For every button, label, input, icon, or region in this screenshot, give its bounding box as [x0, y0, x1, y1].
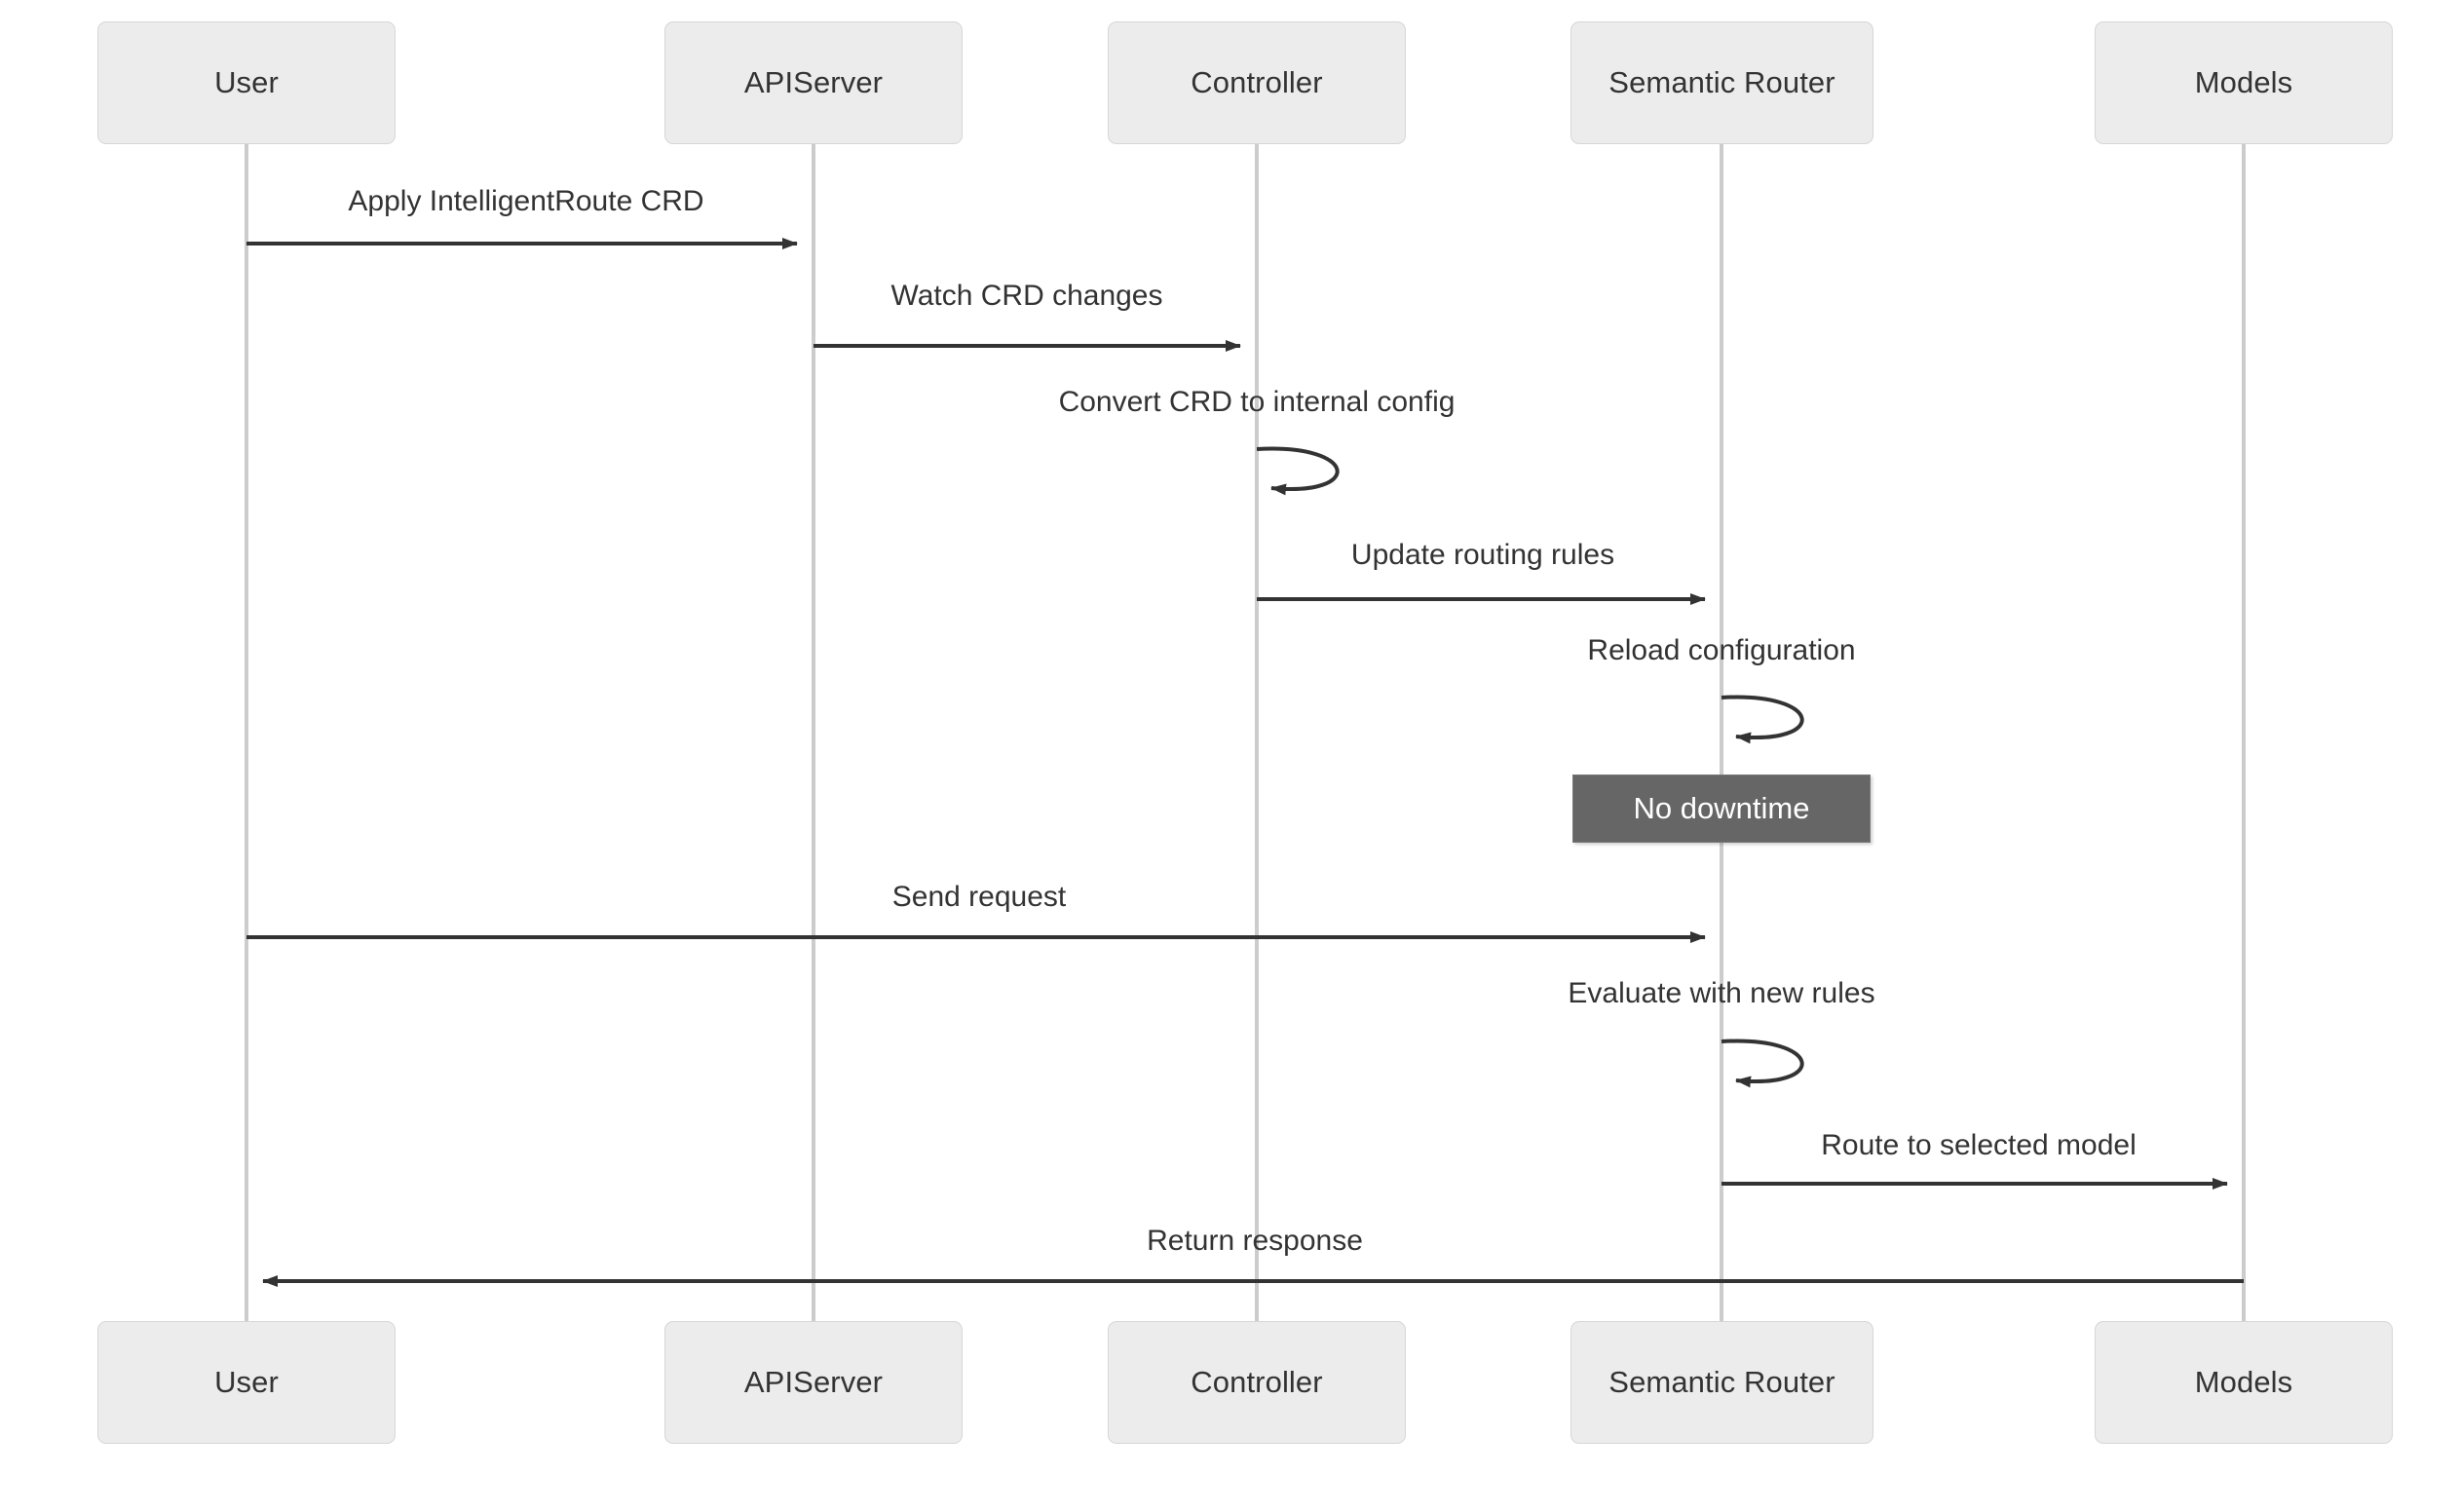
note-label-no-downtime: No downtime [1633, 791, 1810, 825]
participant-box-controller-bottom[interactable]: Controller [1108, 1321, 1406, 1444]
lifelines [245, 144, 2246, 1321]
message-label-watch-crd-changes: Watch CRD changes [890, 280, 1163, 312]
message-label-reload-configuration: Reload configuration [1587, 634, 1856, 666]
participant-label-semantic-router-bottom: Semantic Router [1608, 1365, 1835, 1399]
participant-box-apiserver-top[interactable]: APIServer [664, 21, 963, 144]
participant-box-semantic-router-bottom[interactable]: Semantic Router [1570, 1321, 1873, 1444]
participant-box-models-top[interactable]: Models [2095, 21, 2393, 144]
self-loop-convert-crd-to-internal-config [1256, 446, 1340, 496]
participant-box-models-bottom[interactable]: Models [2095, 1321, 2393, 1444]
message-label-route-to-selected-model: Route to selected model [1821, 1129, 2137, 1161]
message-label-apply-intelligentroute-crd: Apply IntelligentRoute CRD [348, 185, 704, 217]
participant-box-user-bottom[interactable]: User [97, 1321, 396, 1444]
message-label-convert-crd-to-internal-config: Convert CRD to internal config [1058, 386, 1456, 418]
message-label-return-response: Return response [1147, 1225, 1363, 1257]
participant-box-controller-top[interactable]: Controller [1108, 21, 1406, 144]
message-label-evaluate-with-new-rules: Evaluate with new rules [1568, 977, 1875, 1009]
message-label-send-request: Send request [891, 881, 1067, 913]
participant-label-user-bottom: User [214, 1365, 279, 1399]
participant-label-controller-top: Controller [1191, 65, 1323, 99]
participant-box-semantic-router-top[interactable]: Semantic Router [1570, 21, 1873, 144]
self-loop-reload-configuration [1721, 695, 1804, 744]
participant-label-apiserver-top: APIServer [743, 65, 884, 99]
self-loop-evaluate-with-new-rules [1721, 1039, 1804, 1088]
participant-label-models-top: Models [2194, 65, 2293, 99]
participant-label-models-bottom: Models [2194, 1365, 2293, 1399]
message-label-update-routing-rules: Update routing rules [1350, 539, 1615, 571]
participant-label-semantic-router-top: Semantic Router [1608, 65, 1835, 99]
participant-label-user-top: User [214, 65, 279, 99]
participant-box-user-top[interactable]: User [97, 21, 396, 144]
note-no-downtime[interactable]: No downtime [1572, 775, 1871, 843]
participant-label-controller-bottom: Controller [1191, 1365, 1323, 1399]
participant-box-apiserver-bottom[interactable]: APIServer [664, 1321, 963, 1444]
participant-label-apiserver-bottom: APIServer [743, 1365, 884, 1399]
